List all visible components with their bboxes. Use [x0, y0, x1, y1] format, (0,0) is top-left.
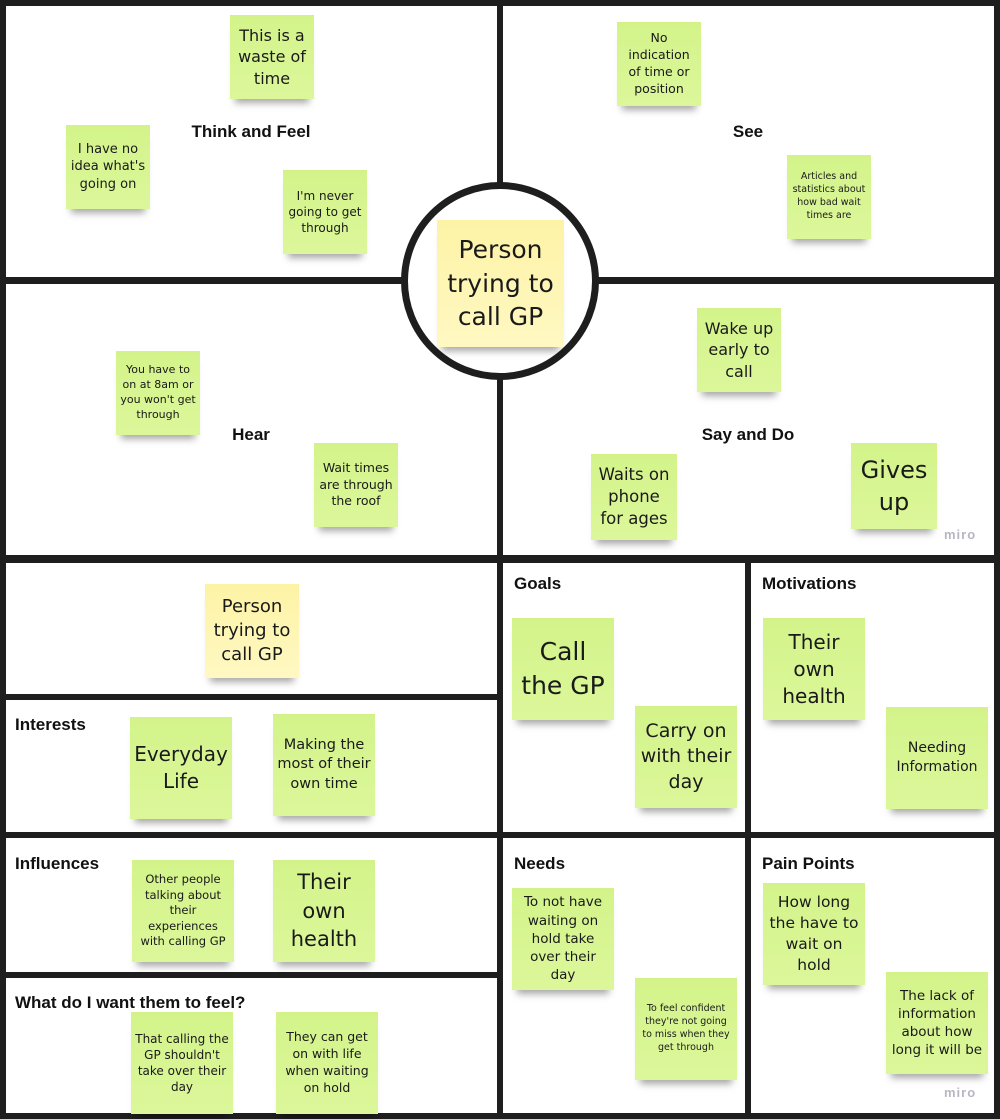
sticky-note[interactable]: To not have waiting on hold take over th…	[512, 888, 614, 990]
persona-sticky-note[interactable]: Person trying to call GP	[437, 220, 564, 347]
quadrant-title-see: See	[732, 122, 764, 141]
sticky-note[interactable]: That calling the GP shouldn't take over …	[131, 1012, 233, 1114]
miro-watermark: miro	[944, 527, 977, 542]
sticky-note[interactable]: To feel confident they're not going to m…	[635, 978, 737, 1080]
section-title-pain-points: Pain Points	[762, 854, 855, 873]
section-title-goals: Goals	[514, 574, 562, 593]
influences-cell	[6, 838, 497, 972]
sticky-note[interactable]: This is a waste of time	[230, 15, 314, 99]
sticky-note[interactable]: The lack of information about how long i…	[886, 972, 988, 1074]
sticky-note[interactable]: Call the GP	[512, 618, 614, 720]
section-title-feel: What do I want them to feel?	[15, 993, 246, 1012]
miro-watermark: miro	[944, 1085, 977, 1100]
sticky-note[interactable]: Their own health	[273, 860, 375, 962]
sticky-note[interactable]: Making the most of their own time	[273, 714, 375, 816]
quadrant-title-think-feel: Think and Feel	[191, 122, 311, 141]
sticky-note[interactable]: Waits on phone for ages	[591, 454, 677, 540]
sticky-note[interactable]: I'm never going to get through	[283, 170, 367, 254]
sticky-note[interactable]: No indication of time or position	[617, 22, 701, 106]
section-title-interests: Interests	[15, 715, 86, 734]
sticky-note[interactable]: Wake up early to call	[697, 308, 781, 392]
sticky-note[interactable]: I have no idea what's going on	[66, 125, 150, 209]
section-title-influences: Influences	[15, 854, 100, 873]
section-title-needs: Needs	[514, 854, 566, 873]
sticky-note[interactable]: Everyday Life	[130, 717, 232, 819]
interests-cell	[6, 700, 497, 832]
sticky-note[interactable]: Carry on with their day	[635, 706, 737, 808]
sticky-note[interactable]: Gives up	[851, 443, 937, 529]
quadrant-title-hear: Hear	[232, 425, 270, 444]
sticky-note[interactable]: Articles and statistics about how bad wa…	[787, 155, 871, 239]
sticky-note[interactable]: Other people talking about their experie…	[132, 860, 234, 962]
sticky-note[interactable]: Wait times are through the roof	[314, 443, 398, 527]
section-title-motivations: Motivations	[762, 574, 857, 593]
feel-cell	[6, 978, 497, 1113]
sticky-note[interactable]: Their own health	[763, 618, 865, 720]
sticky-note[interactable]: How long the have to wait on hold	[763, 883, 865, 985]
sticky-note[interactable]: Needing Information	[886, 707, 988, 809]
sticky-note[interactable]: You have to on at 8am or you won't get t…	[116, 351, 200, 435]
sticky-note[interactable]: They can get on with life when waiting o…	[276, 1012, 378, 1114]
persona-sticky-note[interactable]: Person trying to call GP	[205, 584, 299, 678]
quadrant-title-say-do: Say and Do	[701, 425, 795, 444]
